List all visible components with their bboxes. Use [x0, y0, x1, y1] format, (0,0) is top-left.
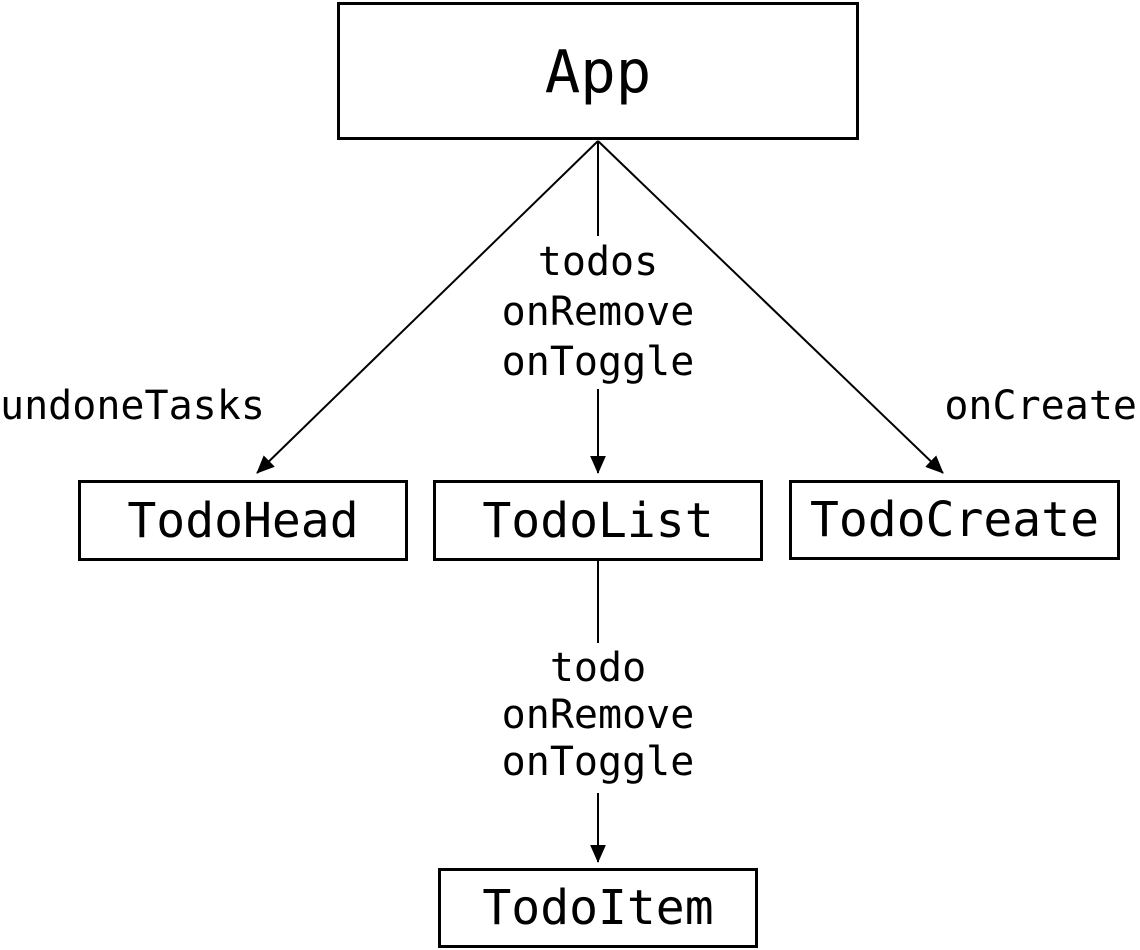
edge-label-app-todolist-props: todos onRemove onToggle — [502, 237, 695, 387]
node-todoitem: TodoItem — [438, 868, 758, 948]
prop-todo: todo — [549, 645, 647, 691]
node-todolist-label: TodoList — [482, 492, 714, 549]
node-todolist: TodoList — [433, 480, 763, 561]
prop-onremove-lower: onRemove — [501, 692, 695, 738]
node-app: App — [337, 2, 859, 140]
edge-label-todolist-todoitem-props: todo onRemove onToggle — [502, 645, 695, 786]
prop-ontoggle-lower: onToggle — [501, 739, 695, 785]
edge-label-oncreate: onCreate — [944, 383, 1137, 429]
node-todocreate: TodoCreate — [789, 480, 1120, 560]
node-todocreate-label: TodoCreate — [810, 492, 1099, 548]
node-todoitem-label: TodoItem — [482, 880, 714, 936]
prop-onremove: onRemove — [501, 289, 695, 335]
node-todohead: TodoHead — [78, 480, 408, 561]
prop-todos: todos — [537, 239, 659, 285]
edge-label-undonetasks: undoneTasks — [0, 383, 265, 429]
edge-app-to-todohead — [256, 140, 599, 474]
node-todohead-label: TodoHead — [127, 492, 359, 549]
edge-app-to-todocreate — [597, 140, 944, 474]
prop-ontoggle: onToggle — [501, 339, 695, 385]
node-app-label: App — [544, 36, 652, 106]
